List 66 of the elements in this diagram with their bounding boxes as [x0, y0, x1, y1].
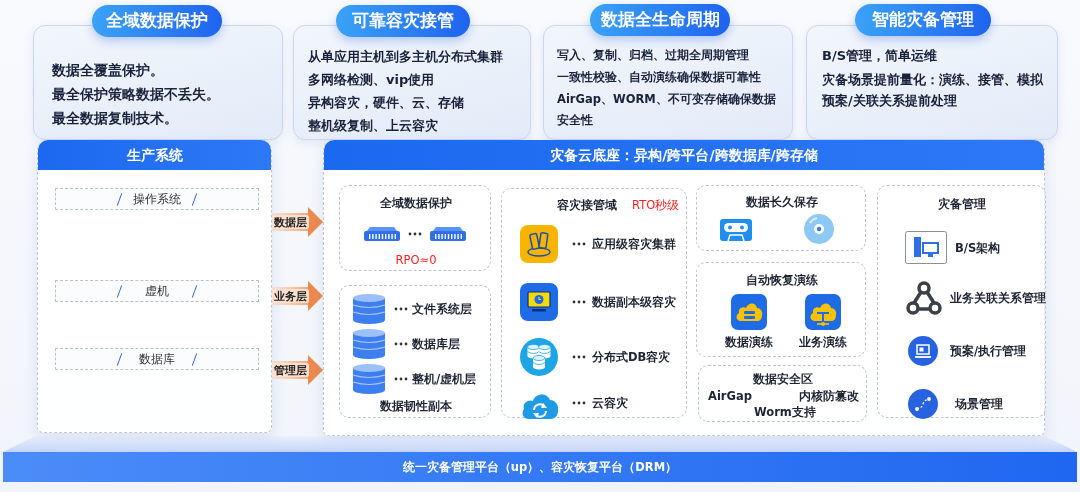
feature-text: 异构容灾，硬件、云、存储	[308, 94, 465, 112]
feature-text: 数据全覆盖保护。	[52, 61, 165, 80]
module-box	[696, 185, 866, 251]
module-title: 灾备管理	[937, 197, 987, 211]
metric-label: RTO秒级	[632, 198, 680, 212]
item-label: 文件系统层	[412, 302, 472, 316]
platform-bar: 统一灾备管理平台（up）、容灾恢复平台（DRM）	[3, 436, 1077, 482]
category-header: 数据库	[55, 348, 259, 370]
module-box	[501, 188, 687, 418]
card-heading: 智能灾备管理	[855, 4, 991, 36]
platform-panel	[323, 140, 1045, 436]
item-label: 预案/执行管理	[950, 344, 1027, 358]
metric-label: RPO≈0	[394, 253, 438, 267]
item-label: 分布式DB容灾	[592, 350, 671, 364]
item-label: 业务演练	[798, 335, 848, 349]
module-box	[339, 185, 491, 271]
module-title: 全域数据保护	[379, 196, 453, 210]
card-heading: 全域数据保护	[92, 5, 222, 37]
feature-text: 多网络检测、vip使用	[308, 71, 436, 89]
feature-card	[806, 5, 1058, 140]
module-title: 数据韧性副本	[379, 399, 453, 413]
feature-text: 最全数据复制技术。	[52, 109, 179, 128]
arrow	[272, 207, 323, 237]
panel-header: 灾备云底座：异构/跨平台/跨数据库/跨存储	[324, 140, 1044, 170]
edge-label: 数据层	[271, 215, 309, 229]
feature-text: AirGap、WORM、不可变存储确保数据安全性	[557, 91, 777, 129]
feature-text: 写入、复制、归档、过期全周期管理	[557, 47, 750, 64]
edge-label: 业务层	[271, 289, 309, 303]
item-label: 业务关联关系管理	[950, 291, 1046, 305]
panel-header: 生产系统	[38, 140, 271, 170]
module-title: 容灾接管域	[557, 198, 617, 212]
category-header: 虚机	[55, 280, 259, 302]
item-label: 整机/虚机层	[412, 372, 477, 386]
feature-text: 从单应用主机到多主机分布式集群	[308, 48, 504, 66]
item-label: AirGap	[708, 389, 752, 403]
arrow	[272, 355, 323, 385]
module-title: 自动恢复演练	[745, 273, 819, 287]
feature-text: 一致性校验、自动演练确保数据可靠性	[557, 69, 762, 86]
item-label: 数据库层	[412, 337, 460, 351]
category-header: 操作系统	[55, 188, 259, 210]
module-title: 数据安全区	[752, 372, 814, 386]
feature-text: 整机级复制、上云容灾	[308, 117, 439, 135]
module-box	[696, 262, 866, 357]
item-label: 数据副本级容灾	[592, 295, 676, 309]
module-box	[877, 185, 1046, 418]
item-label: Worm支持	[754, 405, 816, 419]
system-panel	[37, 140, 272, 433]
arrow	[272, 281, 323, 311]
item-label: 内核防篡改	[799, 389, 859, 403]
module-box	[339, 285, 491, 418]
module-box	[698, 365, 867, 422]
card-heading: 数据全生命周期	[590, 4, 730, 36]
feature-card	[293, 5, 531, 140]
item-label: 数据演练	[724, 335, 774, 349]
feature-text: 最全保护策略数据不丢失。	[52, 85, 221, 104]
edge-label: 管理层	[271, 363, 309, 377]
module-title: 数据长久保存	[745, 195, 819, 209]
feature-card	[543, 5, 793, 140]
card-heading: 可靠容灾接管	[336, 5, 470, 37]
item-label: 场景管理	[955, 397, 1003, 411]
feature-text: B/S管理，简单运维	[822, 47, 939, 65]
feature-text: 灾备场景提前量化：演练、接管、模拟预案/关联关系提前处理	[822, 71, 1044, 110]
item-label: 云容灾	[592, 396, 628, 410]
feature-card	[33, 5, 283, 140]
item-label: 应用级容灾集群	[592, 237, 676, 251]
item-label: B/S架构	[955, 241, 1001, 255]
